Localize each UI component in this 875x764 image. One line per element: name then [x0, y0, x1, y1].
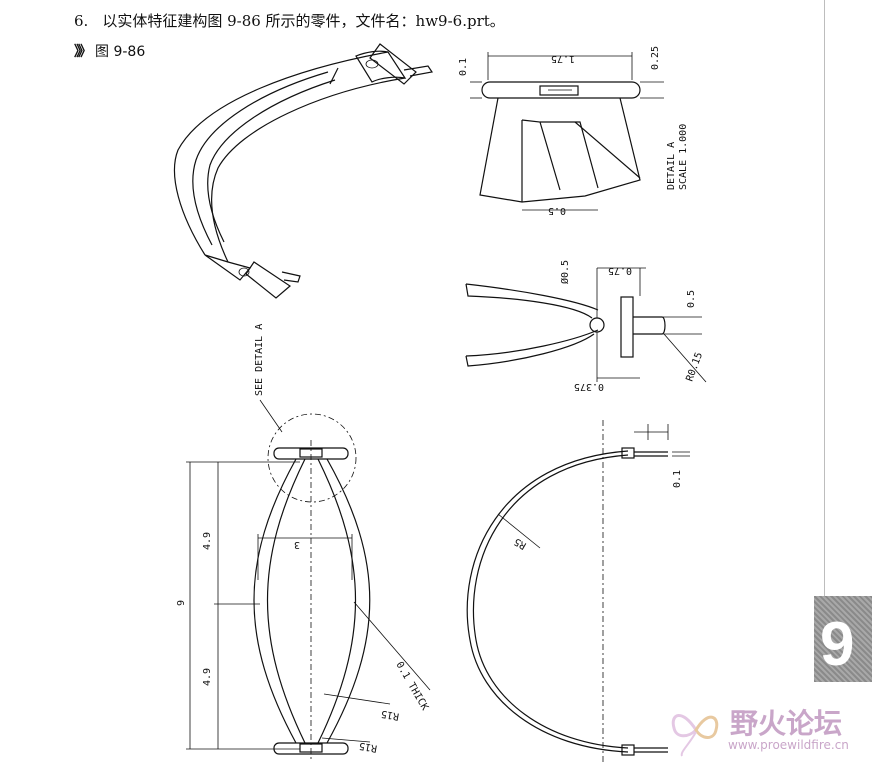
dim-radius-b: R15 — [358, 740, 378, 754]
dim-arc-thk: 0.1 — [672, 470, 683, 488]
dim-pin-dia: 0.5 — [686, 290, 697, 308]
dim-top-left-thk: 0.1 — [458, 58, 469, 76]
detail-a-view: 1.75 0.1 0.25 0.5 DETAIL A SCALE 1.000 — [458, 46, 689, 216]
dim-lower-half: 4.9 — [202, 668, 213, 686]
dim-right-offset: 0.75 — [608, 265, 632, 276]
dim-width: 3 — [294, 539, 300, 550]
chapter-tab: 9 — [814, 596, 872, 682]
dim-pin-radius: R0.15 — [684, 351, 705, 383]
figure-caption: 》》图 9-86 — [74, 41, 145, 61]
see-detail-label: SEE DETAIL A — [254, 324, 265, 396]
isometric-view — [173, 43, 434, 299]
dim-bottom-offset: 0.375 — [574, 381, 604, 392]
detail-scale: SCALE 1.000 — [678, 124, 689, 190]
watermark-url: www.proewildfire.cn — [728, 738, 849, 752]
dim-total-height: 9 — [176, 600, 187, 606]
front-view: SEE DETAIL A 9 4.9 4.9 3 0.1 THICK — [176, 324, 431, 760]
watermark-name: 野火论坛 — [730, 707, 843, 740]
dim-radius-a: R15 — [380, 708, 400, 722]
dim-thick: 0.1 THICK — [393, 660, 430, 712]
exercise-number: 6. — [74, 12, 89, 30]
dim-arc-radius: R5 — [512, 535, 528, 551]
side-arc-view: R5 0.1 — [466, 420, 690, 764]
figure-arrow-icon: 》》 — [74, 44, 92, 60]
exercise-instruction: 6. 以实体特征建构图 9-86 所示的零件，文件名：hw9-6.prt。 — [74, 10, 505, 31]
butterfly-logo-icon — [671, 714, 719, 757]
forum-watermark: 野火论坛 www.proewildfire.cn — [668, 700, 868, 760]
dim-top-width: 1.75 — [551, 53, 575, 64]
dim-top-right-h: 0.25 — [650, 46, 661, 70]
detail-title: DETAIL A — [666, 142, 677, 190]
figure-label: 图 9-86 — [95, 44, 146, 60]
page-edge-rule — [824, 0, 825, 600]
dim-top-bottom-w: 0.5 — [548, 205, 566, 216]
dim-diameter: Ø0.5 — [559, 260, 571, 284]
chapter-number: 9 — [820, 610, 855, 679]
pin-view: 0.75 Ø0.5 0.5 R0.15 0.375 — [465, 260, 707, 392]
exercise-text: 以实体特征建构图 9-86 所示的零件，文件名：hw9-6.prt。 — [102, 12, 505, 30]
dim-upper-half: 4.9 — [202, 532, 213, 550]
